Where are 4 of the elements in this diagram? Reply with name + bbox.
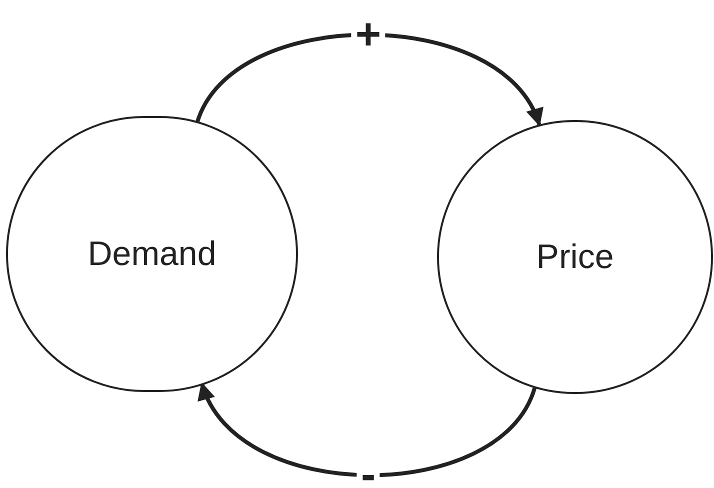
node-label: Demand <box>88 234 216 274</box>
curved-arrow <box>195 32 542 126</box>
node-label: Price <box>536 236 614 278</box>
curved-arrow <box>200 382 536 478</box>
